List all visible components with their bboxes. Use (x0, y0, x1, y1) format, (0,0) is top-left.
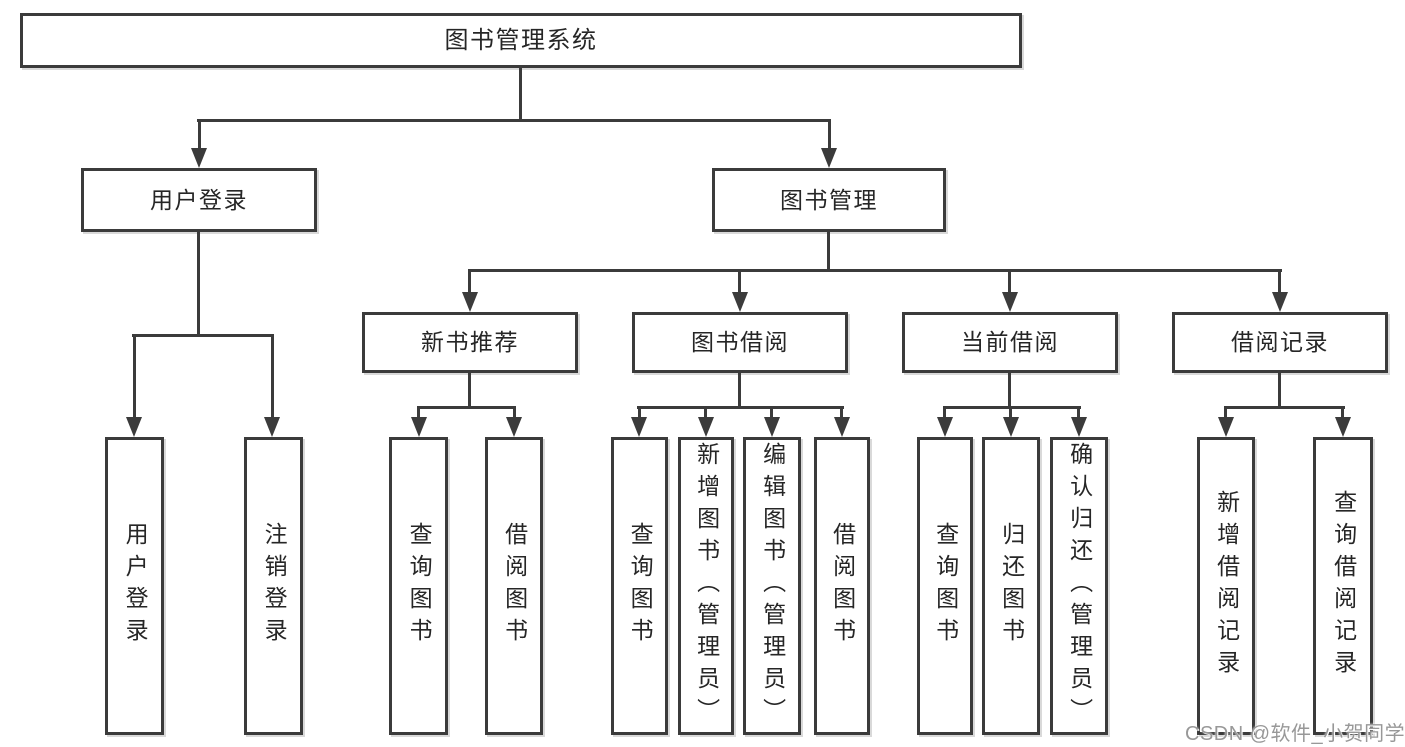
node-borrowing-records-label: 借阅记录 (1231, 329, 1329, 355)
connector-line (1224, 406, 1345, 409)
connector-line (827, 232, 830, 272)
connector-line (468, 272, 471, 294)
connector-line (840, 409, 843, 419)
arrowhead (834, 417, 850, 437)
leaf-add-borrow-record: 新增借阅记录 (1197, 437, 1255, 735)
node-library-system: 图书管理系统 (20, 13, 1022, 68)
leaf-query-books-borrow: 查询图书 (611, 437, 668, 735)
connector-line (198, 121, 201, 153)
leaf-query-books-current-label: 查询图书 (932, 522, 959, 650)
node-user-login-label: 用户登录 (150, 186, 248, 213)
connector-line (738, 272, 741, 294)
arrowhead (631, 417, 647, 437)
node-borrowing-records: 借阅记录 (1172, 312, 1388, 373)
connector-line (513, 409, 516, 419)
node-current-borrowing: 当前借阅 (902, 312, 1118, 373)
arrowhead (764, 417, 780, 437)
node-library-system-label: 图书管理系统 (444, 26, 598, 54)
leaf-query-books-recommend: 查询图书 (389, 437, 448, 735)
connector-line (468, 269, 1282, 272)
connector-line (738, 373, 741, 409)
csdn-watermark: CSDN @软件_小贺同学 (1185, 723, 1405, 745)
leaf-borrow-books-recommend-label: 借阅图书 (501, 522, 528, 650)
connector-line (271, 337, 274, 419)
arrowhead (1218, 417, 1234, 437)
leaf-logout-label: 注销登录 (261, 522, 288, 650)
arrowhead (411, 417, 427, 437)
connector-line (197, 232, 200, 336)
connector-line (1278, 272, 1281, 294)
node-user-login: 用户登录 (81, 168, 317, 232)
leaf-borrow-books: 借阅图书 (814, 437, 870, 735)
leaf-edit-books-admin: 编辑图书（管理员） (743, 437, 801, 735)
node-book-management: 图书管理 (712, 168, 946, 232)
arrowhead (1002, 292, 1018, 312)
arrowhead (264, 417, 280, 437)
arrowhead (506, 417, 522, 437)
leaf-query-books-current: 查询图书 (917, 437, 973, 735)
connector-line (943, 406, 1081, 409)
leaf-confirm-return-admin: 确认归还（管理员） (1050, 437, 1108, 735)
leaf-return-books-label: 归还图书 (998, 522, 1025, 650)
leaf-add-borrow-record-label: 新增借阅记录 (1213, 490, 1240, 682)
leaf-add-books-admin: 新增图书（管理员） (678, 437, 734, 735)
arrowhead (1003, 417, 1019, 437)
leaf-add-books-admin-label: 新增图书（管理员） (693, 442, 720, 730)
leaf-edit-books-admin-label: 编辑图书（管理员） (759, 442, 786, 730)
arrowhead (1335, 417, 1351, 437)
arrowhead (1272, 292, 1288, 312)
connector-line (638, 409, 641, 419)
connector-line (1077, 409, 1080, 419)
leaf-logout: 注销登录 (244, 437, 303, 735)
connector-line (132, 334, 274, 337)
node-book-management-label: 图书管理 (780, 186, 878, 213)
connector-line (1224, 409, 1227, 419)
arrowhead (191, 148, 207, 168)
connector-line (828, 121, 831, 153)
arrowhead (1071, 417, 1087, 437)
leaf-borrow-books-label: 借阅图书 (829, 522, 856, 650)
connector-line (133, 337, 136, 419)
arrowhead (462, 292, 478, 312)
arrowhead (126, 417, 142, 437)
connector-line (468, 373, 471, 409)
connector-line (1008, 272, 1011, 294)
arrowhead (732, 292, 748, 312)
node-new-book-recommend: 新书推荐 (362, 312, 578, 373)
arrowhead (698, 417, 714, 437)
leaf-confirm-return-admin-label: 确认归还（管理员） (1066, 442, 1093, 730)
leaf-borrow-books-recommend: 借阅图书 (485, 437, 543, 735)
connector-line (519, 66, 522, 121)
arrowhead (937, 417, 953, 437)
leaf-return-books: 归还图书 (982, 437, 1040, 735)
connector-line (770, 409, 773, 419)
connector-line (943, 409, 946, 419)
leaf-user-login-label: 用户登录 (122, 522, 149, 650)
connector-line (704, 409, 707, 419)
connector-line (1009, 409, 1012, 419)
leaf-query-books-recommend-label: 查询图书 (406, 522, 433, 650)
node-book-borrowing-label: 图书借阅 (691, 329, 789, 355)
connector-line (1278, 373, 1281, 408)
leaf-query-borrow-record-label: 查询借阅记录 (1330, 490, 1357, 682)
leaf-query-books-borrow-label: 查询图书 (627, 522, 654, 650)
node-current-borrowing-label: 当前借阅 (961, 329, 1059, 355)
node-new-book-recommend-label: 新书推荐 (421, 329, 519, 355)
connector-line (417, 406, 516, 409)
connector-line (637, 406, 844, 409)
leaf-user-login: 用户登录 (105, 437, 164, 735)
connector-line (197, 119, 831, 122)
leaf-query-borrow-record: 查询借阅记录 (1313, 437, 1373, 735)
connector-line (1008, 373, 1011, 409)
node-book-borrowing: 图书借阅 (632, 312, 848, 373)
connector-line (1341, 409, 1344, 419)
connector-line (417, 409, 420, 419)
arrowhead (821, 148, 837, 168)
